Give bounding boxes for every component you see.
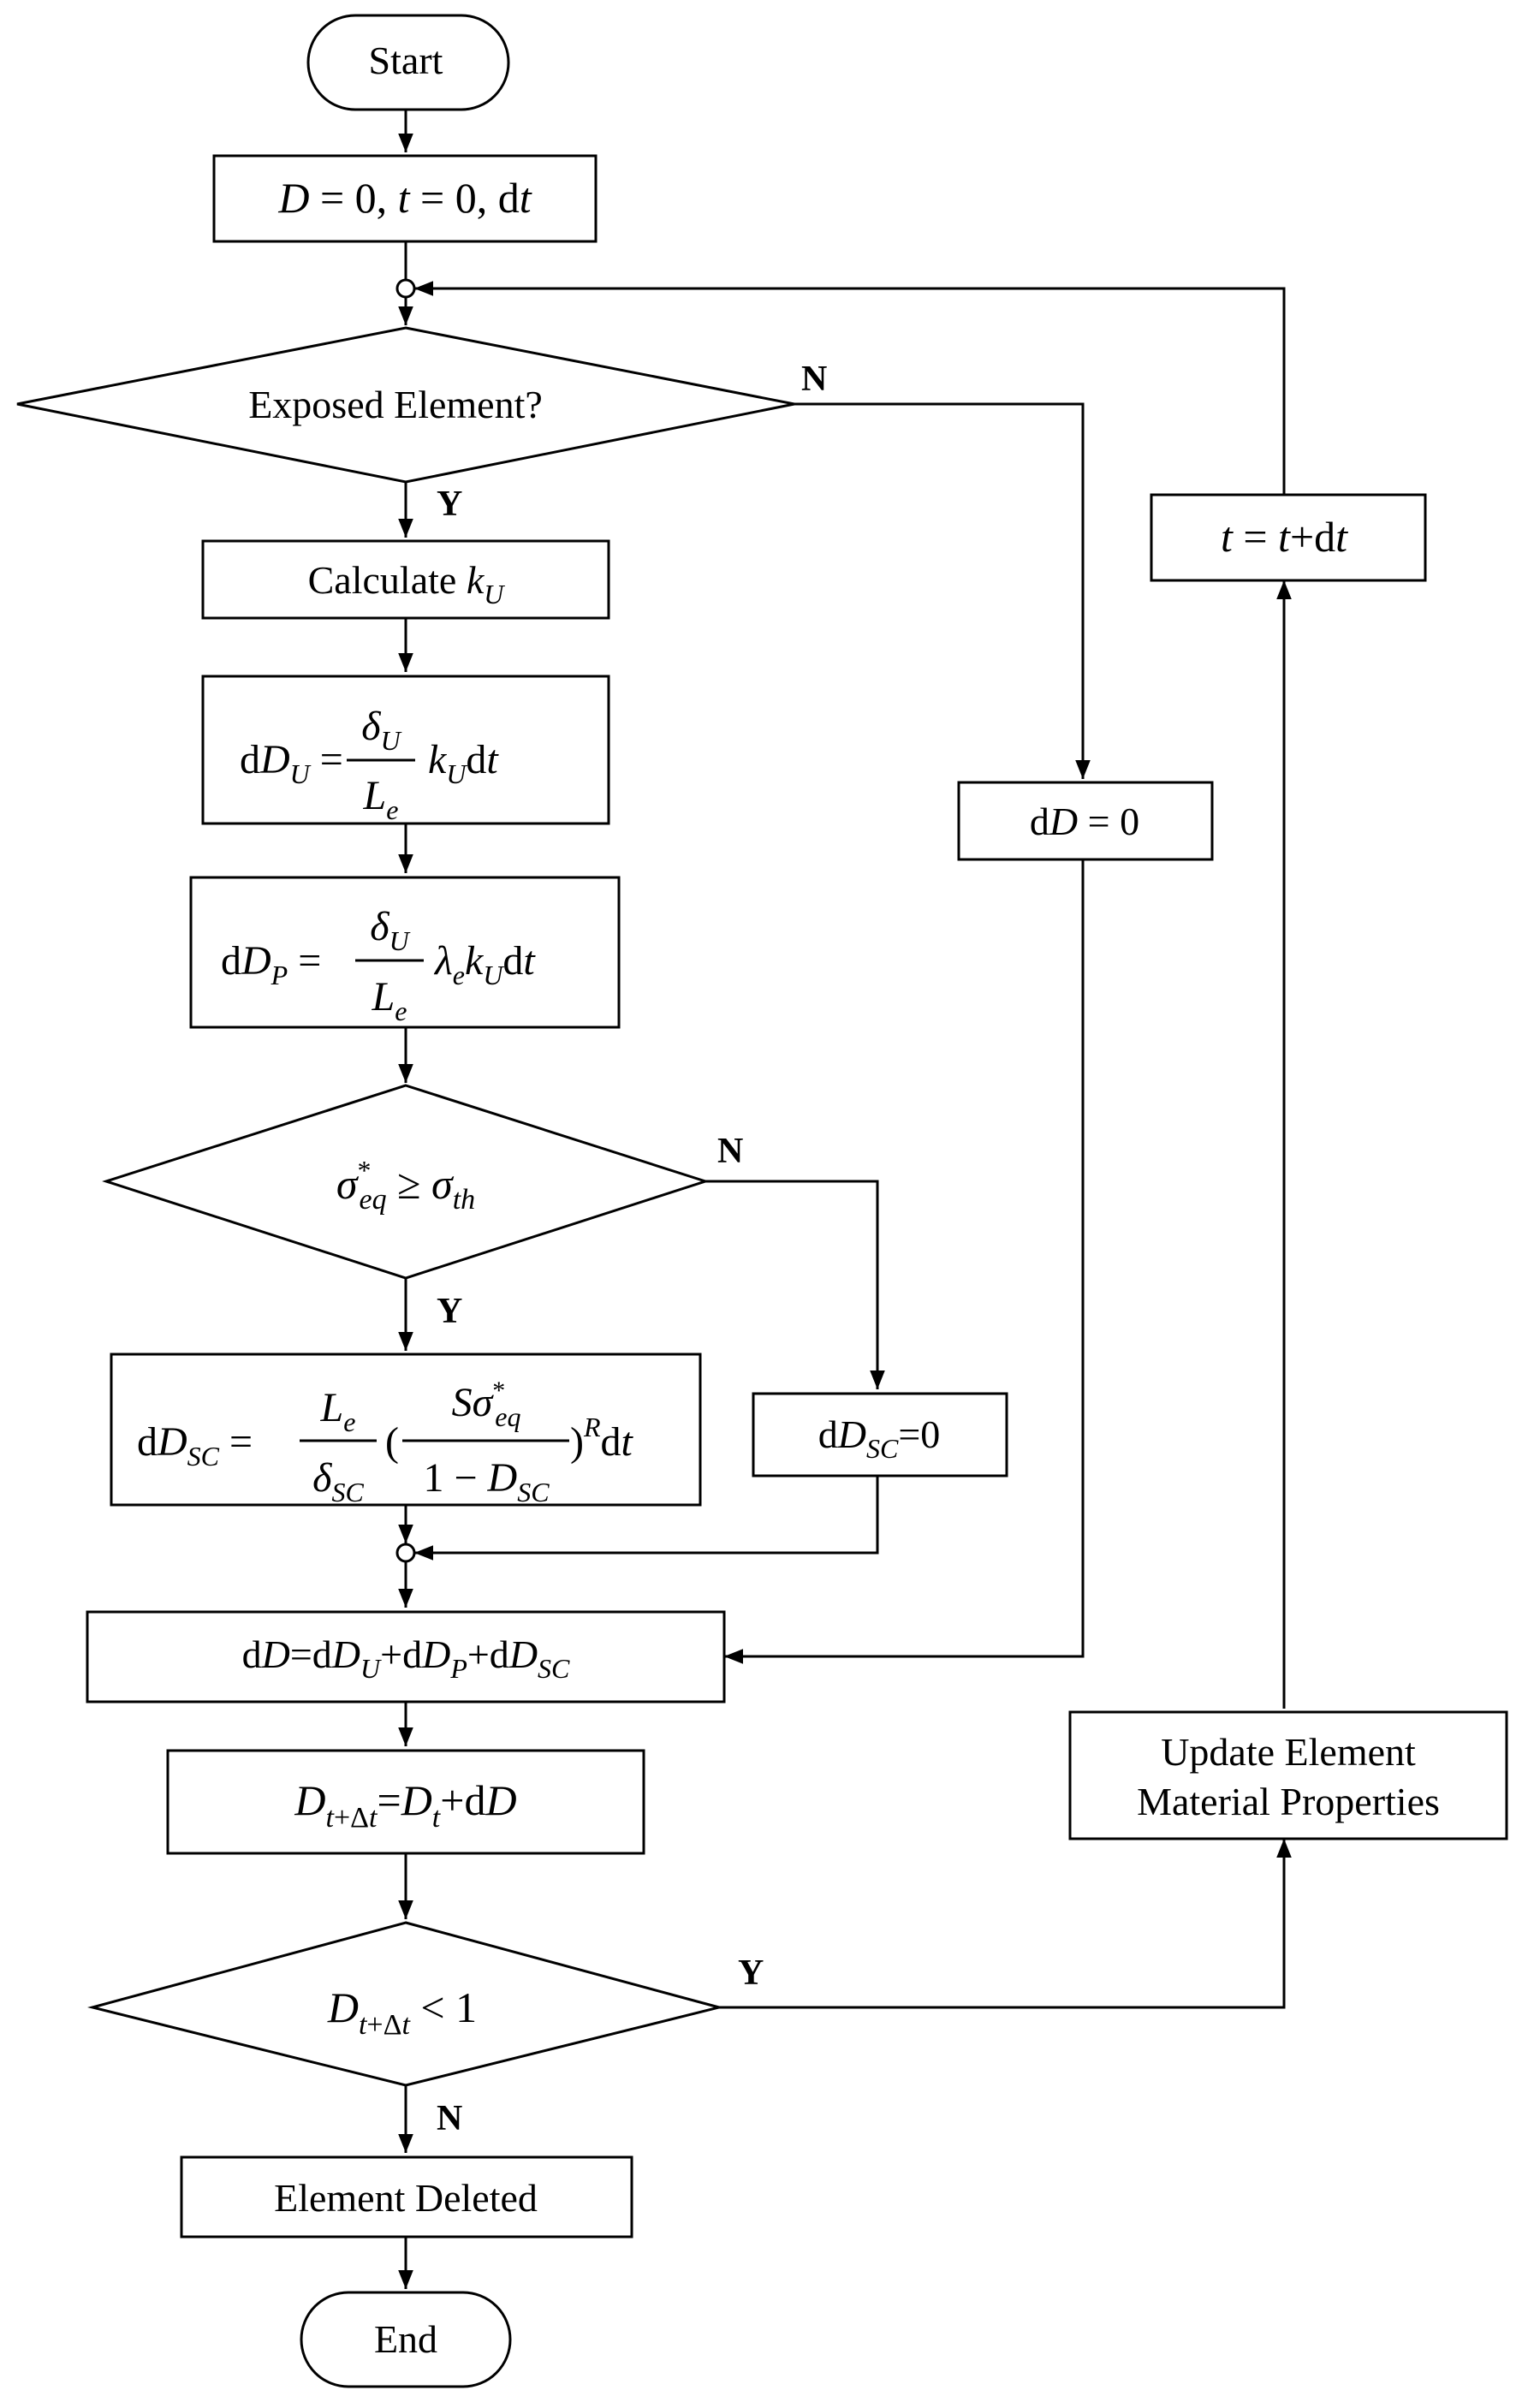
node-check-decision: Dt+Δt < 1 xyxy=(87,1921,724,2087)
arrow-ddzero-to-sum xyxy=(724,859,1085,1664)
deleted-label: Element Deleted xyxy=(274,2176,538,2220)
node-ddsc-zero: dDSC=0 xyxy=(752,1392,1008,1478)
update-props-line2: Material Properties xyxy=(1137,1780,1440,1823)
end-label: End xyxy=(374,2317,437,2361)
update-d-label: Dt+Δt=Dt+dD xyxy=(294,1776,516,1834)
node-ddu: dDU = δU Le kUdt xyxy=(201,675,610,825)
node-update-d: Dt+Δt=Dt+dD xyxy=(166,1749,645,1855)
node-calc-ku: Calculate kU xyxy=(201,539,610,620)
node-sum: dD=dDU+dDP+dDSC xyxy=(86,1610,726,1703)
calc-ku-label: Calculate kU xyxy=(308,558,506,609)
ddsc-frac2-numerator: Sσ*eq xyxy=(452,1376,521,1432)
connectors xyxy=(395,110,1292,2289)
stress-yes-label: Y xyxy=(437,1292,462,1331)
exposed-no-label: N xyxy=(801,360,827,399)
node-init: D = 0, t = 0, dt xyxy=(212,154,598,243)
node-deleted: Element Deleted xyxy=(180,2155,633,2239)
arrow-ddsczero-to-junction xyxy=(414,1476,879,1561)
node-ddsc: dDSC = Le δSC ( Sσ*eq 1 − DSC )Rdt xyxy=(110,1353,702,1507)
update-props-line1: Update Element xyxy=(1161,1730,1416,1774)
stress-label: σ*eq ≥ σth xyxy=(336,1155,475,1216)
ddp-rhs: λekUdt xyxy=(433,938,536,990)
junction-top xyxy=(395,278,416,299)
node-start: Start xyxy=(306,14,510,111)
node-stress-decision: σ*eq ≥ σth xyxy=(102,1084,710,1280)
junction-middle xyxy=(395,1543,416,1563)
node-update-properties: Update Element Material Properties xyxy=(1068,1710,1508,1840)
ddsc-formula: dDSC = xyxy=(137,1419,253,1472)
sum-label: dD=dDU+dDP+dDSC xyxy=(242,1632,570,1684)
arrow-timestep-loop xyxy=(414,281,1286,495)
node-time-step: t = t+dt xyxy=(1150,493,1427,582)
time-step-label: t = t+dt xyxy=(1221,513,1348,561)
exposed-label: Exposed Element? xyxy=(248,383,543,426)
dd-zero-label: dD = 0 xyxy=(1030,800,1139,843)
node-exposed-decision: Exposed Element? xyxy=(16,326,795,484)
node-ddp: dDP = δU Le λekUdt xyxy=(189,876,621,1029)
ddsc-frac1-denominator: δSC xyxy=(312,1455,364,1507)
ddu-numerator: δU xyxy=(361,704,401,756)
check-yes-label: Y xyxy=(738,1953,764,1993)
init-label: D = 0, t = 0, dt xyxy=(277,174,532,222)
arrow-check-yes xyxy=(719,1839,1292,2009)
start-label: Start xyxy=(369,39,443,82)
ddsc-open-paren: ( xyxy=(385,1419,399,1465)
stress-no-label: N xyxy=(717,1132,743,1171)
arrow-exposed-no xyxy=(794,402,1091,779)
ddp-denominator: Le xyxy=(372,974,407,1026)
node-end: End xyxy=(300,2291,512,2388)
ddp-numerator: δU xyxy=(370,904,410,956)
ddsc-close-paren: )Rdt xyxy=(570,1412,634,1465)
ddu-rhs: kUdt xyxy=(428,737,499,789)
exposed-yes-label: Y xyxy=(437,485,462,524)
check-label: Dt+Δt < 1 xyxy=(327,1983,477,2041)
node-dd-zero: dD = 0 xyxy=(957,781,1214,861)
arrow-stress-no xyxy=(705,1180,885,1389)
ddsc-frac1-numerator: Le xyxy=(320,1385,356,1437)
check-no-label: N xyxy=(437,2099,462,2138)
ddp-formula: dDP = xyxy=(221,938,321,990)
ddu-denominator: Le xyxy=(363,773,399,825)
